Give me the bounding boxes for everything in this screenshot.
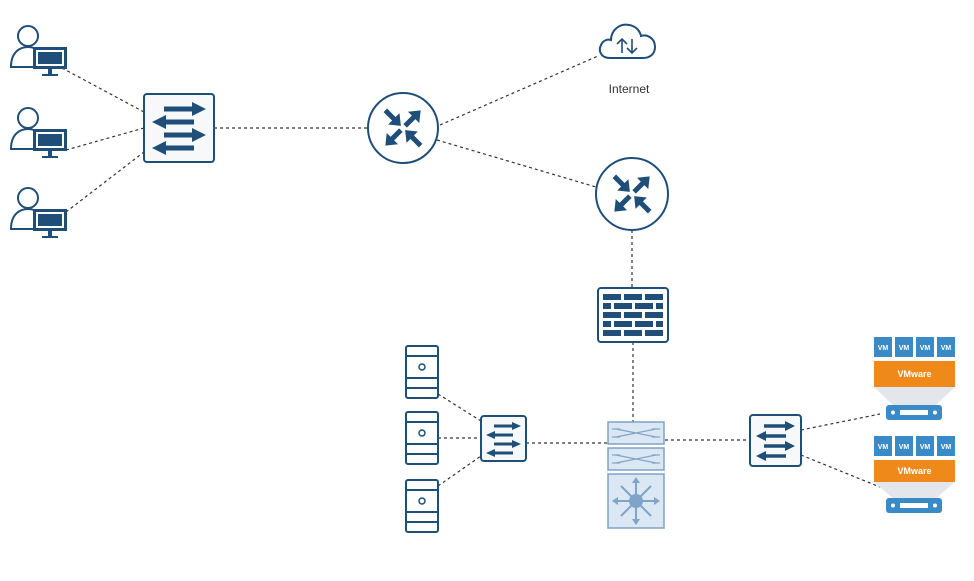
vmware-hypervisor-bar (874, 361, 955, 387)
router-icon-2 (595, 157, 669, 231)
vm-label: VM (899, 345, 910, 352)
vm-row: VM VM VM VM (874, 436, 955, 456)
monitor-icon (33, 47, 67, 76)
vm-box (874, 337, 892, 357)
vm-label: VM (941, 444, 952, 451)
vm-box (937, 436, 955, 456)
link-router1-router2 (436, 139, 597, 188)
monitor-icon (33, 209, 67, 238)
link-switch-host1 (800, 413, 881, 431)
vm-label: VM (941, 345, 952, 352)
firewall-icon (597, 287, 669, 343)
user-workstation-2 (9, 107, 67, 158)
host-funnel (874, 482, 955, 500)
connections (61, 55, 881, 488)
access-switch-icon (143, 93, 215, 163)
core-switch-unit-2 (607, 447, 665, 471)
rack-server-icon (886, 498, 942, 513)
vm-box (895, 337, 913, 357)
core-switch-multilayer-icon (607, 473, 665, 529)
vmware-label: VMware (897, 466, 931, 476)
user-workstation-3 (9, 187, 67, 238)
vm-row: VM VM VM VM (874, 337, 955, 357)
vmware-host-2: VM VM VM VM VMware (874, 436, 955, 513)
link-user1-switch (61, 67, 145, 113)
vmware-label: VMware (897, 369, 931, 379)
vm-label: VM (878, 345, 889, 352)
link-router1-internet (439, 55, 599, 126)
cloud-upload-download-icon (598, 23, 657, 59)
server-icon-2 (405, 411, 439, 465)
vm-box (874, 436, 892, 456)
internet-label: Internet (609, 82, 650, 96)
rack-server-icon (886, 405, 942, 420)
router-icon-1 (367, 92, 439, 164)
core-switch-unit-1 (607, 421, 665, 445)
vm-label: VM (878, 444, 889, 451)
monitor-icon (33, 129, 67, 158)
vm-host-switch-icon (749, 414, 802, 467)
vm-box (937, 337, 955, 357)
server-switch-icon (480, 415, 527, 462)
vm-box (916, 436, 934, 456)
vm-label: VM (899, 444, 910, 451)
vm-label: VM (920, 444, 931, 451)
user-workstation-1 (9, 25, 67, 76)
link-server3-switch (437, 455, 482, 487)
server-icon-3 (405, 479, 439, 533)
vmware-host-1: VM VM VM VM VMware (874, 337, 955, 420)
vm-box (895, 436, 913, 456)
vm-box (916, 337, 934, 357)
vm-label: VM (920, 345, 931, 352)
host-funnel (874, 387, 955, 407)
vmware-hypervisor-bar (874, 460, 955, 482)
link-server1-switch (437, 393, 482, 422)
server-icon-1 (405, 345, 439, 399)
core-switch-stack (607, 421, 665, 529)
internet-cloud: Internet (598, 23, 657, 96)
link-user3-switch (65, 151, 145, 213)
link-switch-host2 (800, 454, 881, 488)
link-user2-switch (65, 127, 145, 151)
